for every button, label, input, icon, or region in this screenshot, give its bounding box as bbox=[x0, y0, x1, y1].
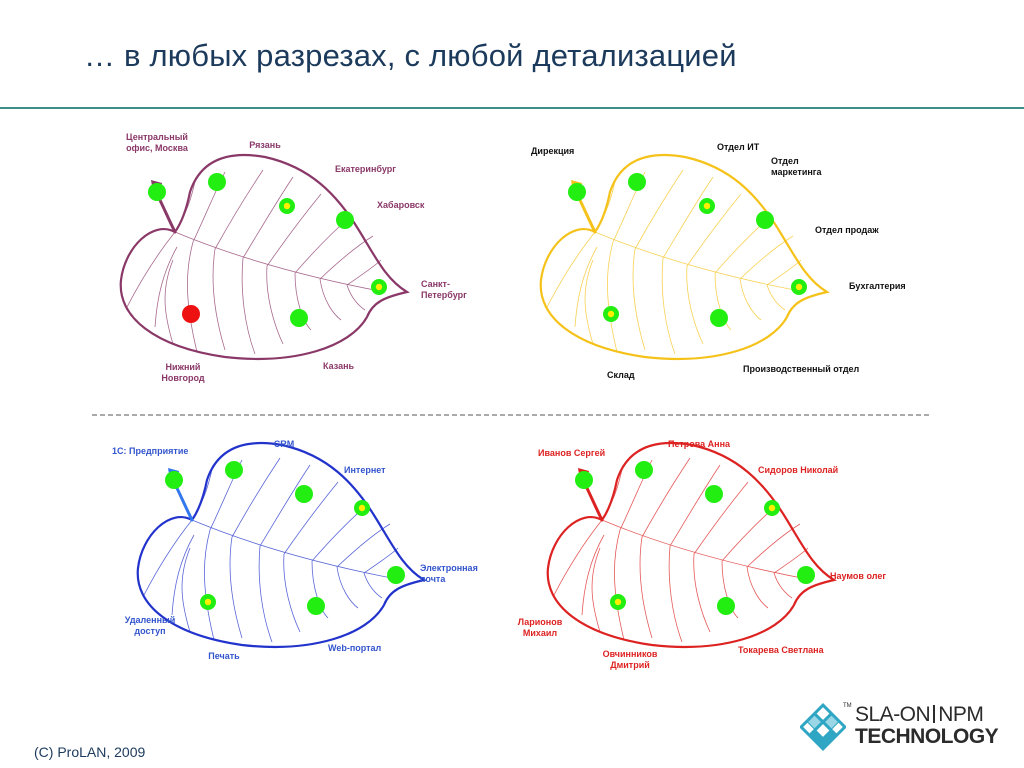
logo-technology: TECHNOLOGY bbox=[855, 725, 999, 748]
label-people-upper_right: Сидоров Николай bbox=[758, 465, 838, 475]
label-services-bottom_right: Web-портал bbox=[328, 643, 382, 653]
status-dot-geography-2[interactable] bbox=[208, 173, 226, 191]
label-departments-top: Отдел ИТ bbox=[717, 142, 760, 152]
slide-title: … в любых разрезах, с любой детализацией bbox=[84, 38, 737, 73]
status-dot-departments-5[interactable] bbox=[791, 279, 807, 295]
status-dot-departments-6[interactable] bbox=[603, 306, 619, 322]
status-dot-services-1[interactable] bbox=[165, 471, 183, 489]
label-services-stem: 1С: Предприятие bbox=[112, 446, 188, 456]
label-geography-right_upper: Хабаровск bbox=[377, 200, 425, 210]
status-dot-people-2[interactable] bbox=[635, 461, 653, 479]
status-dot-services-2[interactable] bbox=[225, 461, 243, 479]
status-dot-people-4[interactable] bbox=[764, 500, 780, 516]
label-geography-top: Рязань bbox=[249, 140, 281, 150]
leaf-departments-veins bbox=[546, 169, 806, 355]
status-dot-departments-4[interactable] bbox=[756, 211, 774, 229]
status-dot-geography-4[interactable] bbox=[336, 211, 354, 229]
label-departments-stem: Дирекция bbox=[531, 146, 574, 156]
label-people-top: Петрова Анна bbox=[668, 439, 731, 449]
status-dot-geography-5[interactable] bbox=[371, 279, 387, 295]
status-dot-people-5[interactable] bbox=[797, 566, 815, 584]
leaf-services-outline bbox=[136, 441, 427, 648]
logo-brand-npm: NPM bbox=[938, 703, 984, 726]
status-dot-people-7[interactable] bbox=[717, 597, 735, 615]
title-divider bbox=[0, 107, 1024, 109]
label-people-bottom_right: Токарева Светлана bbox=[738, 645, 825, 655]
copyright-footer: (С) ProLAN, 2009 bbox=[34, 744, 146, 760]
status-dot-departments-7[interactable] bbox=[710, 309, 728, 327]
status-dot-departments-2[interactable] bbox=[628, 173, 646, 191]
label-geography-tip: Санкт-Петербург bbox=[421, 279, 467, 300]
status-dot-services-7[interactable] bbox=[307, 597, 325, 615]
status-dot-people-3[interactable] bbox=[705, 485, 723, 503]
label-departments-right_upper: Отдел продаж bbox=[815, 225, 879, 235]
status-dot-geography-1[interactable] bbox=[148, 183, 166, 201]
status-dot-services-3[interactable] bbox=[295, 485, 313, 503]
label-services-bottom_left: Печать bbox=[208, 651, 240, 661]
label-geography-upper_right: Екатеринбург bbox=[335, 164, 396, 174]
label-departments-bottom_right: Производственный отдел bbox=[743, 364, 860, 374]
leaf-departments-outline bbox=[539, 153, 830, 360]
label-people-tip: Наумов олег bbox=[830, 571, 886, 581]
label-services-upper_right: Интернет bbox=[344, 465, 386, 475]
label-departments-bottom_left: Склад bbox=[607, 370, 635, 380]
status-dot-services-6[interactable] bbox=[200, 594, 216, 610]
brand-logo: SLA-ON NPM TECHNOLOGY bbox=[855, 703, 999, 749]
leaf-services-veins bbox=[143, 457, 403, 643]
logo-brand-sla-on: SLA-ON bbox=[855, 703, 931, 726]
label-services-top: CRM bbox=[274, 439, 295, 449]
label-geography-bottom_right: Казань bbox=[323, 361, 355, 371]
status-dot-services-5[interactable] bbox=[387, 566, 405, 584]
label-departments-tip: Бухгалтерия bbox=[849, 281, 906, 291]
leaf-geography-veins bbox=[126, 169, 386, 355]
status-dot-departments-1[interactable] bbox=[568, 183, 586, 201]
leaf-geography-outline bbox=[119, 153, 410, 360]
status-dot-geography-6[interactable] bbox=[182, 305, 200, 323]
status-dot-people-6[interactable] bbox=[610, 594, 626, 610]
status-dot-people-1[interactable] bbox=[575, 471, 593, 489]
status-dot-geography-7[interactable] bbox=[290, 309, 308, 327]
status-dot-departments-3[interactable] bbox=[699, 198, 715, 214]
status-dot-services-4[interactable] bbox=[354, 500, 370, 516]
diamond-grid-logo-icon bbox=[800, 702, 846, 752]
logo-trademark: TM bbox=[843, 703, 852, 709]
leaf-people-veins bbox=[553, 457, 813, 643]
label-people-stem: Иванов Сергей bbox=[538, 448, 605, 458]
logo-separator bbox=[933, 705, 936, 723]
status-dot-geography-3[interactable] bbox=[279, 198, 295, 214]
leaf-people-outline bbox=[546, 441, 837, 648]
